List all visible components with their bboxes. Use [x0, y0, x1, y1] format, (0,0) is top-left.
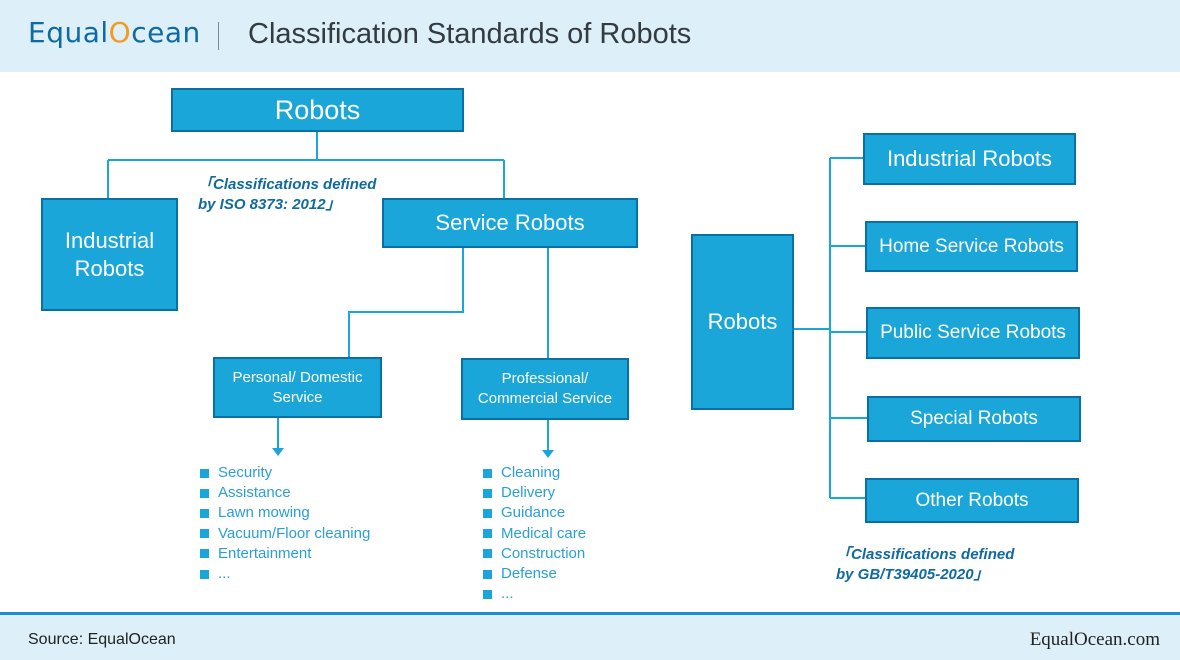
- professional-commercial-box: Professional/ Commercial Service: [461, 358, 629, 420]
- list-item: Lawn mowing: [200, 503, 370, 523]
- bullet-square: [200, 488, 209, 498]
- brand-watermark: EqualOcean.com: [1029, 629, 1160, 650]
- list-item: Construction: [483, 544, 586, 564]
- bullet-square: [483, 488, 492, 498]
- bullet-square: [483, 529, 492, 539]
- list-item: Cleaning: [483, 463, 586, 483]
- gb-home-service-box: Home Service Robots: [865, 221, 1078, 272]
- iso-root-box: Robots: [171, 88, 464, 132]
- gb-classification-note: 「Classifications defined by GB/T39405-20…: [836, 546, 1015, 583]
- gb-public-service-box: Public Service Robots: [866, 307, 1080, 359]
- connector-to-personal: [348, 248, 464, 357]
- list-item: ...: [483, 584, 586, 604]
- bullet-square: [200, 549, 209, 559]
- gb-industrial-robots-box: Industrial Robots: [863, 133, 1076, 185]
- list-item: Guidance: [483, 503, 586, 523]
- list-item: Assistance: [200, 483, 370, 503]
- gb-special-robots-box: Special Robots: [867, 396, 1081, 442]
- page-title: Classification Standards of Robots: [248, 18, 692, 50]
- bullet-square: [483, 468, 492, 478]
- list-item: ...: [200, 564, 370, 584]
- list-item: Defense: [483, 564, 586, 584]
- list-item: Entertainment: [200, 544, 370, 564]
- bullet-square: [483, 508, 492, 518]
- bullet-square: [200, 529, 209, 539]
- bullet-square: [200, 468, 209, 478]
- source-text: Source: EqualOcean: [28, 631, 176, 648]
- arrow-professional-head: [542, 450, 554, 458]
- list-item: Delivery: [483, 483, 586, 503]
- bullet-square: [483, 569, 492, 579]
- list-item: Vacuum/Floor cleaning: [200, 524, 370, 544]
- equalocean-logo: EqualOcean: [28, 16, 201, 49]
- industrial-robots-box: Industrial Robots: [41, 198, 178, 311]
- bullet-square: [200, 508, 209, 518]
- header-divider: [218, 22, 219, 50]
- personal-service-list: Security Assistance Lawn mowing Vacuum/F…: [200, 463, 370, 584]
- footer-bar: Source: EqualOcean EqualOcean.com: [0, 615, 1180, 660]
- footer-divider: [0, 612, 1180, 615]
- service-robots-box: Service Robots: [382, 198, 638, 248]
- bullet-square: [483, 549, 492, 559]
- gb-root-box: Robots: [691, 234, 794, 410]
- personal-domestic-box: Personal/ Domestic Service: [213, 357, 382, 418]
- gb-other-robots-box: Other Robots: [865, 478, 1079, 523]
- iso-classification-note: 「Classifications defined by ISO 8373: 20…: [198, 176, 377, 213]
- arrow-personal-head: [272, 448, 284, 456]
- header-bar: EqualOcean Classification Standards of R…: [0, 0, 1180, 72]
- bullet-square: [200, 569, 209, 579]
- list-item: Security: [200, 463, 370, 483]
- list-item: Medical care: [483, 524, 586, 544]
- bullet-square: [483, 589, 492, 599]
- professional-service-list: Cleaning Delivery Guidance Medical care …: [483, 463, 586, 604]
